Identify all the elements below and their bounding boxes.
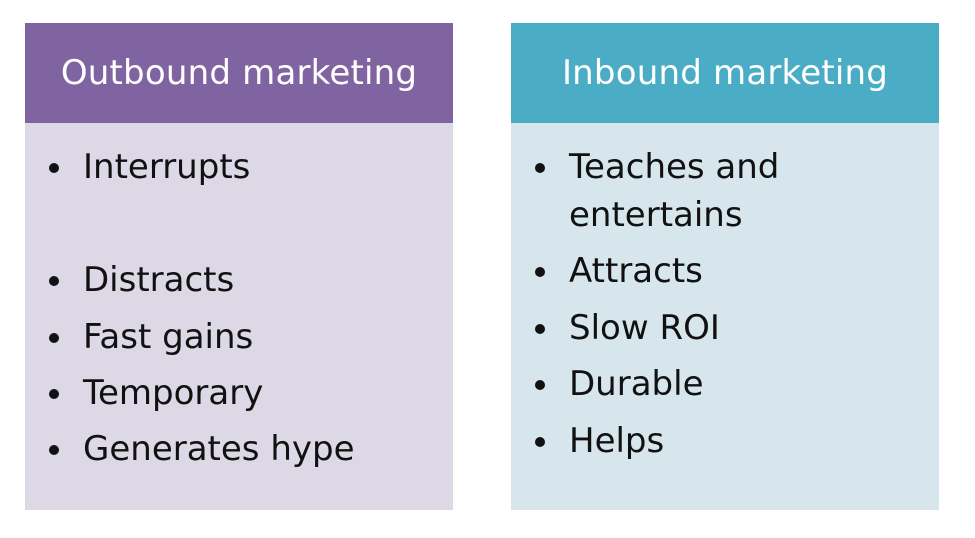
bullet-icon [535,380,545,390]
bullet-icon [49,333,59,343]
bullet-icon [535,163,545,173]
bullet-icon [535,267,545,277]
inbound-title: Inbound marketing [561,53,889,93]
bullet-icon [49,163,59,173]
outbound-body: Interrupts Distracts Fast gains Temporar… [25,123,453,510]
outbound-header: Outbound marketing [25,23,453,123]
bullet-icon [49,389,59,399]
bullet-icon [49,445,59,455]
bullet-icon [535,437,545,447]
inbound-header: Inbound marketing [511,23,939,123]
outbound-title: Outbound marketing [60,53,418,93]
bullet-icon [535,324,545,334]
inbound-body: Teaches and entertains Attracts Slow ROI… [511,123,939,510]
inbound-panel: Inbound marketing Teaches and entertains… [511,23,939,510]
outbound-panel: Outbound marketing Interrupts Distracts … [25,23,453,510]
bullet-icon [49,276,59,286]
